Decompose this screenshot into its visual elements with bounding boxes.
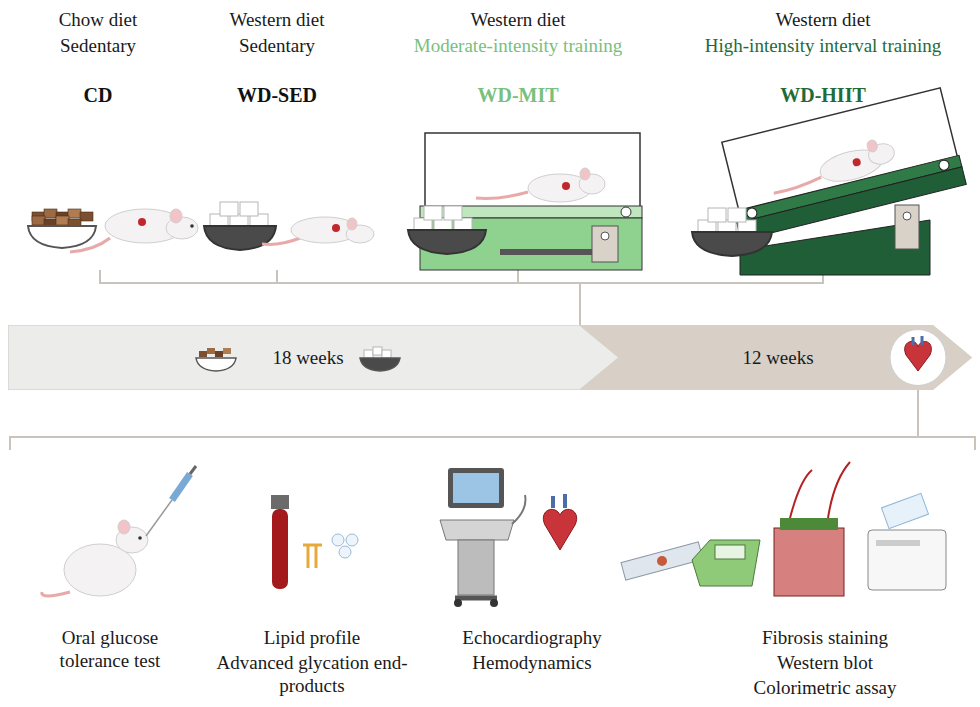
group-activity: High-intensity interval training	[705, 34, 941, 57]
group-diet: Western diet	[229, 8, 324, 31]
group-code: CD	[84, 84, 113, 107]
group-code: WD-HIIT	[780, 84, 866, 107]
group-diet: Western diet	[775, 8, 870, 31]
group-code: WD-MIT	[477, 84, 558, 107]
timeline-chevron: 18 weeks	[8, 325, 620, 390]
analysis-caption: Hemodynamics	[472, 651, 591, 674]
group-activity: Moderate-intensity training	[414, 34, 622, 57]
blood-tube	[271, 495, 358, 589]
group-diet: Western diet	[470, 8, 565, 31]
chow-bowl	[28, 209, 96, 248]
analysis-caption: Advanced glycation end-products	[212, 651, 412, 697]
duration-label: 12 weeks	[742, 347, 813, 369]
analysis-caption: Lipid profile	[264, 626, 361, 649]
analysis-bracket	[10, 388, 975, 450]
rat	[262, 217, 374, 244]
analysis-caption: Colorimetric assay	[754, 676, 897, 699]
group-diet: Chow diet	[59, 8, 138, 31]
analysis-caption: Western blot	[777, 651, 873, 674]
lab-equipment	[621, 462, 946, 596]
group-code: WD-SED	[237, 84, 317, 107]
sugar-bowl	[692, 208, 772, 256]
group-activity: Sedentary	[239, 34, 315, 57]
group-activity: Sedentary	[60, 34, 136, 57]
analysis-caption: Fibrosis staining	[762, 626, 888, 649]
echo-machine	[440, 468, 577, 607]
gavage-rat	[42, 466, 196, 596]
sugar-bowl	[408, 206, 486, 254]
duration-label: 18 weeks	[272, 347, 343, 369]
analysis-caption: Oral glucose tolerance test	[35, 626, 185, 672]
analysis-caption: Echocardiography	[462, 626, 601, 649]
group-bracket	[100, 270, 823, 326]
rat	[70, 209, 198, 252]
timeline-chevron: 12 weeks	[580, 325, 972, 390]
